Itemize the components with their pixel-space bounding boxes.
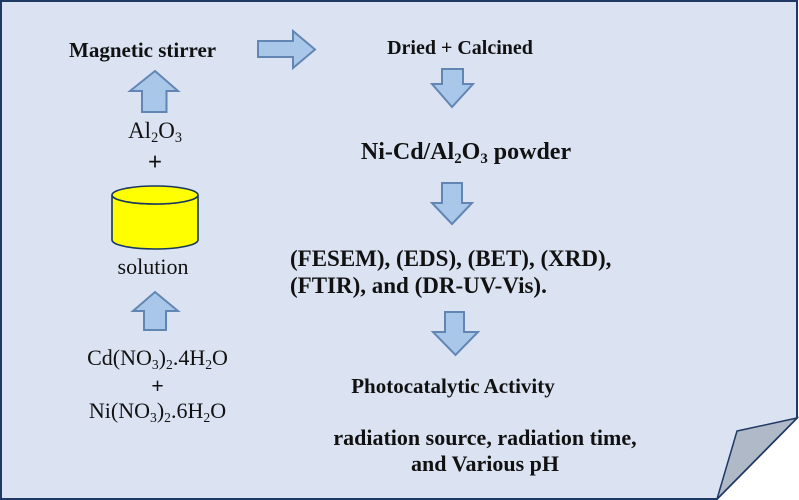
up-arrow-icon-solution	[130, 290, 181, 331]
radiation-label: radiation source, radiation time, and Va…	[260, 425, 710, 477]
al2o3-label: Al2O3	[128, 118, 182, 146]
down-arrow-icon-characterization	[430, 311, 481, 357]
radiation-line2: and Various pH	[411, 451, 559, 476]
up-arrow-icon-stirrer	[127, 69, 181, 113]
characterization-line2: (FTIR), and (DR-UV-Vis).	[290, 273, 547, 298]
plus-sign-bottom: +	[151, 373, 164, 398]
magnetic-stirrer-label: Magnetic stirrer	[69, 38, 217, 62]
photocatalytic-label: Photocatalytic Activity	[351, 374, 555, 398]
right-arrow-icon	[257, 28, 317, 71]
down-arrow-icon-dried	[429, 68, 476, 109]
precursor-formulas: Cd(NO3)2.4H2O + Ni(NO3)2.6H2O	[35, 345, 280, 426]
folded-corner-icon	[716, 416, 799, 500]
solution-label: solution	[117, 254, 189, 279]
down-arrow-icon-powder	[429, 182, 475, 226]
ni-nitrate-formula: Ni(NO3)2.6H2O	[88, 398, 227, 425]
powder-label: Ni-Cd/Al2O3 powder	[360, 139, 572, 168]
beaker-cylinder-top	[111, 185, 199, 205]
dried-calcined-label: Dried + Calcined	[387, 37, 533, 59]
cd-nitrate-formula: Cd(NO3)2.4H2O	[87, 345, 228, 372]
characterization-label: (FESEM), (EDS), (BET), (XRD), (FTIR), an…	[290, 245, 611, 299]
plus-sign-top: +	[147, 149, 163, 176]
characterization-line1: (FESEM), (EDS), (BET), (XRD),	[290, 246, 612, 271]
radiation-line1: radiation source, radiation time,	[333, 425, 637, 450]
